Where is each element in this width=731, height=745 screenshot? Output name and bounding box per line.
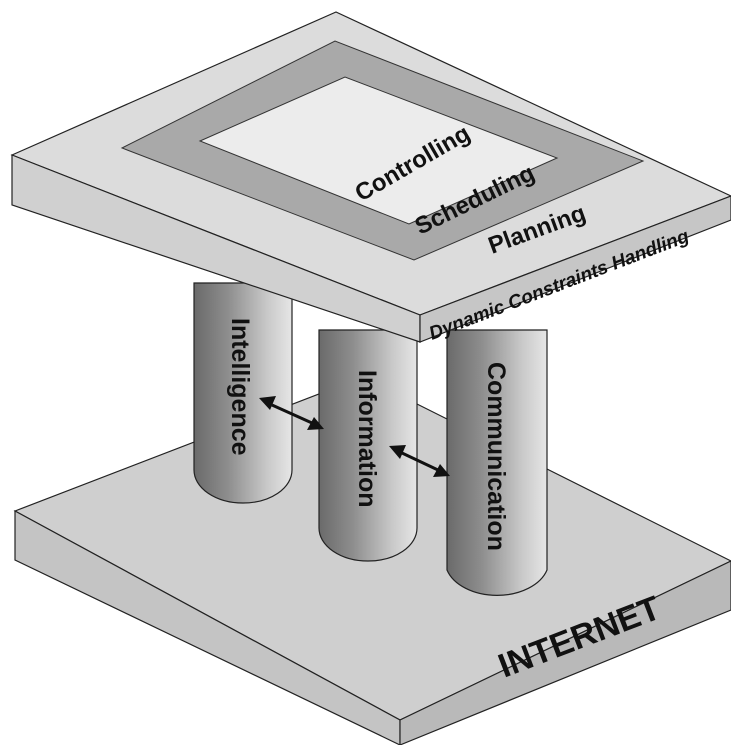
- pillar-intelligence: Intelligence: [193, 282, 293, 504]
- top-slab: Controlling Scheduling Planning Dynamic …: [10, 11, 731, 345]
- pillar-label-communication: Communication: [482, 362, 510, 551]
- inner-square: [198, 76, 559, 225]
- pillar-label-information: Information: [353, 370, 381, 508]
- pillar-communication: Communication: [446, 329, 548, 596]
- arrow-information-communication: [389, 445, 450, 477]
- top-slab-right-side: [419, 195, 731, 343]
- pillar-label-intelligence: Intelligence: [226, 318, 254, 456]
- pillar-information: Information: [318, 329, 418, 562]
- arrow-intelligence-information: [259, 396, 324, 430]
- base-slab-right-side: [399, 560, 731, 745]
- base-slab-left-side: [14, 509, 401, 745]
